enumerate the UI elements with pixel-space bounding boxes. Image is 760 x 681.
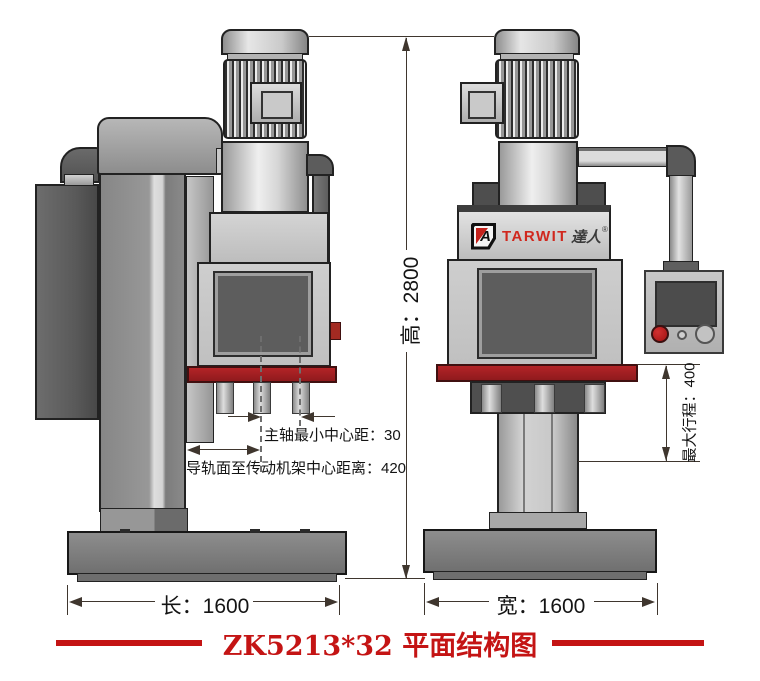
column-seam bbox=[523, 384, 525, 512]
left-column-foot bbox=[100, 508, 188, 533]
arrow-up-icon bbox=[402, 37, 410, 51]
registered-mark: ® bbox=[601, 224, 608, 234]
title-rule-right bbox=[552, 640, 704, 646]
right-motor-fins bbox=[495, 59, 579, 139]
tarwit-emblem-icon: A bbox=[471, 222, 496, 250]
height-dim-line-upper bbox=[406, 38, 407, 250]
brand-name: TARWIT bbox=[502, 227, 568, 245]
junction-box-lid bbox=[261, 91, 293, 119]
arrow-left-icon bbox=[301, 412, 314, 422]
left-mid-housing bbox=[209, 212, 329, 264]
length-dim-line-right bbox=[253, 601, 326, 602]
width-dim-line-left bbox=[439, 601, 489, 602]
left-base-lip bbox=[77, 573, 337, 582]
spindle-dim-tail-left bbox=[228, 416, 250, 417]
t-slot-mark bbox=[120, 529, 130, 533]
brand-logo: A TARWIT 達人 ® bbox=[471, 221, 608, 251]
left-head-elbow bbox=[306, 154, 334, 176]
left-base bbox=[67, 531, 347, 575]
small-indicator-button[interactable] bbox=[677, 330, 687, 340]
spindle-dim-tail-right bbox=[313, 416, 335, 417]
right-column-flange bbox=[489, 512, 587, 529]
left-centerline-1 bbox=[260, 336, 262, 472]
left-spindle-2 bbox=[253, 382, 271, 414]
arrow-left-icon bbox=[69, 597, 82, 607]
arrow-down-icon bbox=[662, 447, 670, 461]
rail-to-frame-label: 导轨面至传动机架中心距离：420 bbox=[186, 460, 407, 477]
length-tick-right bbox=[339, 585, 340, 615]
right-red-plate bbox=[436, 364, 638, 382]
left-spindle-3 bbox=[292, 382, 310, 414]
stroke-dim-line bbox=[666, 366, 667, 461]
rail-dim-line bbox=[198, 449, 249, 450]
left-top-arm bbox=[97, 117, 223, 175]
junction-box-lid bbox=[468, 91, 496, 119]
brand-name-cjk: 達人 bbox=[570, 228, 601, 246]
length-dim-label: 长：1600 bbox=[160, 595, 250, 618]
arrow-up-icon bbox=[662, 365, 670, 379]
height-dim-line-lower bbox=[406, 352, 407, 579]
right-base-lip bbox=[433, 571, 647, 580]
height-dim-label: 高：2800 bbox=[400, 256, 423, 346]
ground-extension-line bbox=[345, 578, 425, 579]
control-panel-screen[interactable] bbox=[655, 281, 717, 327]
left-motor-junction-box bbox=[250, 82, 302, 124]
right-spindle-stub-1 bbox=[481, 384, 502, 413]
width-dim-line-right bbox=[594, 601, 643, 602]
left-gearbox-window bbox=[215, 273, 311, 355]
pendant-arm-horizontal bbox=[578, 147, 674, 167]
arrow-left-icon bbox=[187, 445, 200, 455]
title-rule-left bbox=[56, 640, 202, 646]
left-spindle-1 bbox=[216, 382, 234, 414]
arrow-left-icon bbox=[426, 597, 439, 607]
arrow-down-icon bbox=[402, 565, 410, 579]
left-column bbox=[99, 168, 186, 512]
arrow-right-icon bbox=[325, 597, 338, 607]
max-stroke-label: 最大行程：400 bbox=[681, 362, 699, 463]
power-button[interactable] bbox=[695, 324, 715, 344]
right-motor-junction-box bbox=[460, 82, 504, 124]
left-red-knob bbox=[330, 322, 341, 340]
column-seam bbox=[551, 384, 553, 512]
left-spindle-sleeve bbox=[221, 141, 309, 213]
stroke-tick-bottom bbox=[578, 461, 700, 462]
left-electrical-cabinet bbox=[35, 184, 99, 420]
arrow-right-icon bbox=[642, 597, 655, 607]
height-top-extension-line bbox=[309, 36, 494, 37]
right-spindle-stub-2 bbox=[534, 384, 555, 413]
pendant-arm-elbow bbox=[666, 145, 696, 177]
width-dim-label: 宽：1600 bbox=[496, 595, 586, 618]
spindle-min-center-label: 主轴最小中心距：30 bbox=[264, 427, 401, 444]
emergency-stop-button[interactable] bbox=[651, 325, 669, 343]
length-dim-line-left bbox=[82, 601, 155, 602]
pendant-arm-post bbox=[669, 175, 693, 263]
right-spindle-stub-3 bbox=[584, 384, 605, 413]
right-motor-cap bbox=[494, 29, 580, 55]
width-tick-right bbox=[657, 583, 658, 615]
stroke-tick-top bbox=[637, 364, 700, 365]
width-tick-left bbox=[424, 583, 425, 615]
t-slot-mark bbox=[250, 529, 260, 533]
left-motor-cap bbox=[221, 29, 309, 55]
length-tick-left bbox=[67, 585, 68, 615]
right-gearbox-window bbox=[479, 270, 595, 357]
left-pipe-stub bbox=[64, 174, 94, 186]
arrow-right-icon bbox=[248, 412, 261, 422]
arrow-right-icon bbox=[247, 445, 260, 455]
left-red-plate bbox=[187, 366, 337, 383]
t-slot-mark bbox=[300, 529, 310, 533]
page-title: ZK5213*32 平面结构图 bbox=[222, 631, 538, 662]
left-centerline-2 bbox=[299, 336, 301, 426]
right-base bbox=[423, 529, 657, 573]
right-spindle-sleeve bbox=[498, 141, 578, 213]
